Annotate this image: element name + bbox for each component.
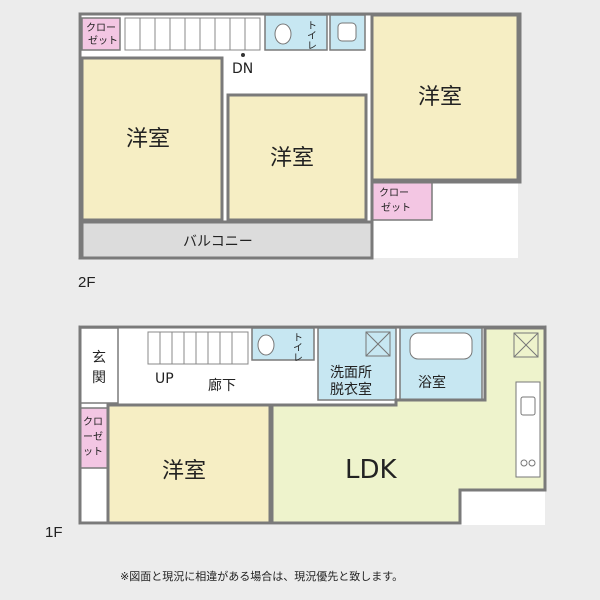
floor1-room <box>106 403 272 525</box>
floor1-closet-line2: ーゼ <box>83 431 103 443</box>
floor1-room-label: 洋室 <box>162 459 206 484</box>
floor2-room-center-label: 洋室 <box>270 146 314 171</box>
floor2-room-right-label: 洋室 <box>418 85 462 110</box>
washer-icon <box>365 331 391 357</box>
floor1-closet-line3: ット <box>83 447 103 458</box>
toilet-icon <box>274 23 292 45</box>
floor2-room-left-label: 洋室 <box>126 127 170 152</box>
floor-2: クロー ゼット トイレ DN 洋室 洋室 洋室 クロー ゼット バルコニー 2F <box>78 12 522 291</box>
closet-right-line2: ゼット <box>381 202 411 214</box>
floor2-room-left <box>80 56 224 222</box>
disclaimer-note: ※図面と現況に相違がある場合は、現況優先と致します。 <box>120 570 404 583</box>
floor1-bath-label: 浴室 <box>418 374 446 391</box>
stove-icon <box>528 459 536 467</box>
kitchen-counter <box>515 381 541 478</box>
floor2-stairs <box>124 17 261 51</box>
washer-icon-diag2 <box>365 331 391 357</box>
floor1-up-label: UP <box>155 371 174 387</box>
sink-icon <box>337 22 357 42</box>
floor2-closet-right <box>371 179 433 221</box>
floor1-ldk-label: LDK <box>345 455 398 485</box>
closet-left-line2: ゼット <box>88 35 118 47</box>
sink-icon <box>520 396 536 416</box>
washroom-line1: 洗面所 <box>330 365 372 381</box>
floor2-toilet-label: トイレ <box>305 20 317 50</box>
fridge-icon <box>513 332 539 358</box>
floor2-room-center <box>226 93 368 222</box>
floor2-balcony-label: バルコニー <box>183 234 253 250</box>
floor2-outer-wall <box>78 12 522 260</box>
floor1-entrance <box>79 327 119 404</box>
floor-1: 玄 関 UP 廊下 トイレ 洗面所 脱衣室 浴室 クロ <box>45 325 547 541</box>
closet-right-line1: クロー <box>379 187 409 199</box>
toilet-icon <box>257 334 275 356</box>
floor2-dn-label: DN <box>232 61 253 77</box>
floor1-closet-line1: クロ <box>83 416 103 428</box>
bathtub-icon <box>409 332 473 360</box>
floor2-label: 2F <box>78 274 96 291</box>
closet-left-line1: クロー <box>86 22 116 34</box>
fridge-icon-diag2 <box>513 332 539 358</box>
floor1-washroom <box>317 327 397 401</box>
floor1-toilet-label: トイレ <box>291 332 303 362</box>
washroom-line2: 脱衣室 <box>330 381 372 398</box>
floor2-balcony <box>80 220 374 260</box>
entrance-line2: 関 <box>92 370 106 386</box>
stove-icon <box>520 459 528 467</box>
dn-marker <box>241 53 245 57</box>
floor2-toilet <box>264 14 328 51</box>
floor2-closet-left <box>81 17 121 51</box>
floor1-stairs <box>147 331 249 365</box>
entrance-line1: 玄 <box>92 349 106 366</box>
floor1-outer-wall <box>78 325 547 525</box>
floor1-hallway-label: 廊下 <box>208 377 236 394</box>
floor1-label: 1F <box>45 524 63 541</box>
